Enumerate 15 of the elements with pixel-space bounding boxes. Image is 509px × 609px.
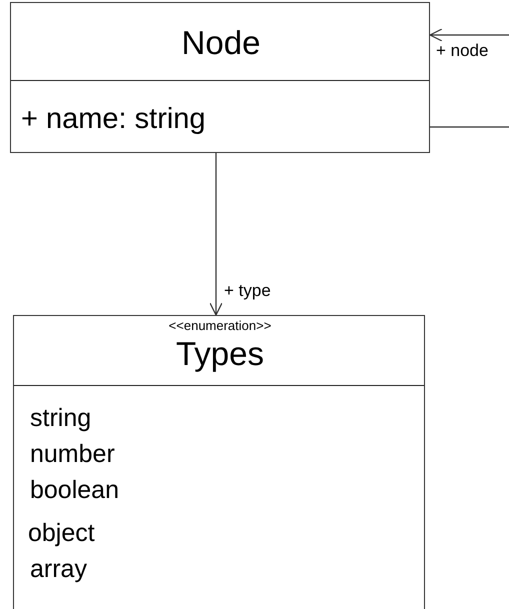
enum-literal: boolean bbox=[30, 478, 119, 503]
stereotype: <<enumeration>> bbox=[168, 319, 272, 332]
class-box bbox=[10, 2, 430, 153]
class-name: Types bbox=[174, 337, 266, 370]
enumeration-box bbox=[13, 315, 425, 609]
association-arrow bbox=[429, 28, 509, 128]
enum-literal: object bbox=[28, 521, 95, 546]
class-name: Node bbox=[180, 26, 262, 59]
attribute: + name: string bbox=[21, 105, 206, 134]
role-label: + type bbox=[224, 282, 271, 299]
association-arrow bbox=[209, 153, 223, 316]
enum-literal: number bbox=[30, 442, 115, 467]
role-label: + node bbox=[436, 42, 488, 59]
enum-literal: string bbox=[30, 406, 92, 431]
enum-literal: array bbox=[30, 557, 87, 582]
